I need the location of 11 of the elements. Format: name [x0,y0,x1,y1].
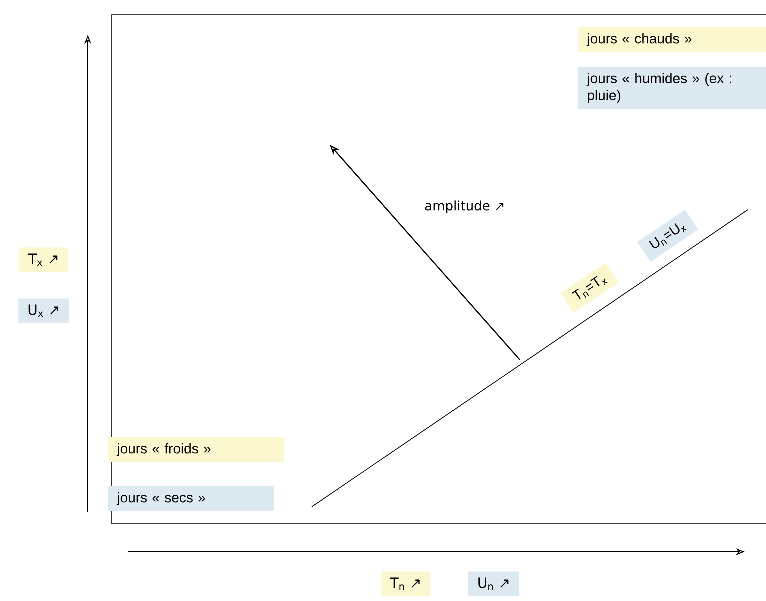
legend-box: jours « secs » [108,486,274,512]
legend-box: U$_{x}$ ↗ [18,298,70,324]
legend-box: T$_{x}$ ↗ [20,248,69,272]
legend-box: jours « chauds » [578,27,766,53]
legend-box: U$_{n}$=U$_{x}$ [637,210,699,262]
legend-box: T$_{n}$ ↗ [381,572,431,596]
legend-box: T$_{n}$=T$_{x}$ [560,262,620,314]
arrow-label: amplitude ↗ [425,200,504,214]
legend-box: jours « froids » [108,437,284,463]
legend-box: jours « humides » (ex : pluie) [578,67,766,110]
legend-box: U$_{n}$ ↗ [468,572,520,596]
